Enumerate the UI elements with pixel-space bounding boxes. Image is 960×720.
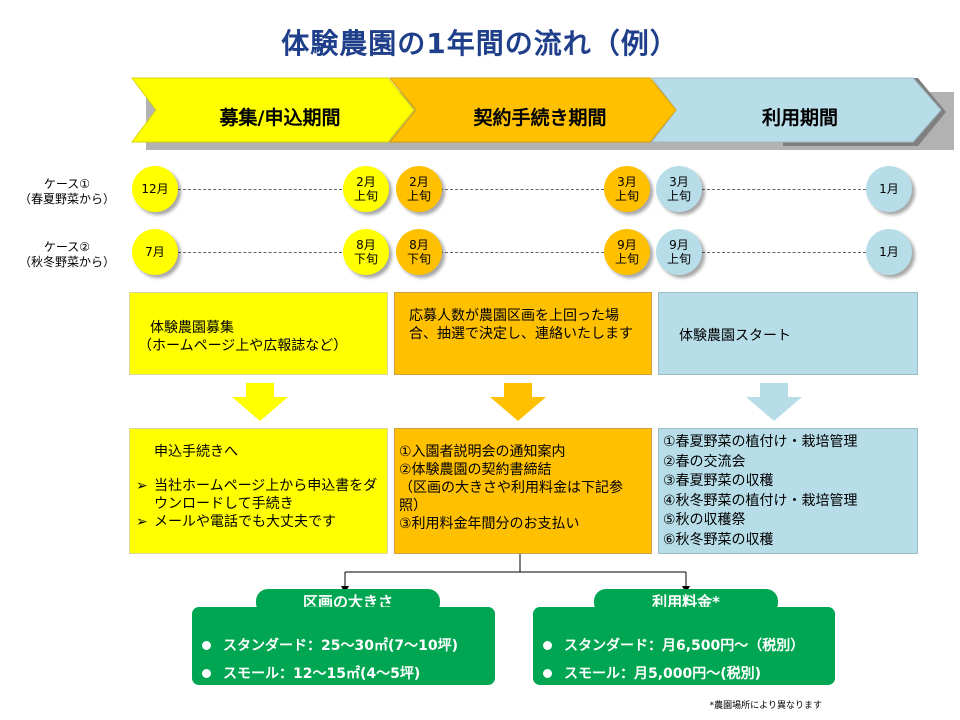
- desc-apply-line2: （ホームページ上や広報誌など）: [138, 338, 348, 354]
- case-1-apply-start: 12月: [132, 166, 178, 212]
- fee-panel: スタンダード：月6,500円～（税別） スモール：月5,000円～(税別): [533, 607, 835, 685]
- detail-contract-line: ②体験農園の契約書締結: [399, 462, 552, 478]
- down-arrow-icon: [490, 383, 546, 421]
- phase-label-apply: 募集/申込期間: [219, 107, 341, 129]
- desc-box-apply: 体験農園募集 （ホームページ上や広報誌など）: [129, 292, 388, 375]
- timeline-dash: [178, 189, 342, 190]
- case-2-label: ケース② （秋冬野菜から）: [12, 240, 122, 270]
- plot-size-item: スモール：12～15㎡(4～5坪): [202, 663, 420, 683]
- detail-apply-heading: 申込手続きへ: [154, 444, 238, 460]
- detail-contract-line: （区画の大きさや利用料金は下記参照）: [399, 480, 623, 514]
- bullet-icon: [202, 640, 211, 650]
- page-title: 体験農園の1年間の流れ（例）: [281, 27, 679, 60]
- timeline-dash: [178, 252, 342, 253]
- detail-box-contract: ①入園者説明会の通知案内 ②体験農園の契約書締結 （区画の大きさや利用料金は下記…: [394, 428, 652, 554]
- case-2-usage-start: 9月上旬: [656, 229, 702, 275]
- fee-item: スタンダード：月6,500円～（税別）: [543, 635, 804, 655]
- case-2-contract-end: 9月上旬: [604, 229, 650, 275]
- down-arrow-icon: [232, 383, 288, 421]
- plot-size-panel: スタンダード：25～30㎡(7～10坪) スモール：12～15㎡(4～5坪): [192, 607, 495, 685]
- case-1-label: ケース① （春夏野菜から）: [12, 177, 122, 207]
- case-2-contract-start: 8月下旬: [396, 229, 442, 275]
- case-2-apply-start: 7月: [132, 229, 178, 275]
- case-2-usage-end: 1月: [866, 229, 912, 275]
- case-1-apply-end: 2月上旬: [343, 166, 389, 212]
- case-2-title: ケース②: [43, 240, 91, 254]
- case-1-title: ケース①: [43, 177, 91, 191]
- case-1-subtitle: （春夏野菜から）: [18, 192, 115, 206]
- arrow-bullet-icon: ➢: [136, 478, 148, 494]
- timeline-dash: [702, 189, 866, 190]
- desc-apply-line1: 体験農園募集: [150, 320, 234, 336]
- detail-box-apply: 申込手続きへ ➢ 当社ホームページ上から申込書をダウンロードして手続き ➢ メー…: [129, 428, 388, 554]
- case-1-contract-start: 2月上旬: [396, 166, 442, 212]
- timeline-dash: [440, 189, 604, 190]
- arrow-bullet-icon: ➢: [136, 514, 148, 530]
- detail-apply-bullet: ➢ メールや電話でも大丈夫です: [136, 514, 336, 530]
- case-2-subtitle: （秋冬野菜から）: [18, 255, 115, 269]
- desc-contract-text: 応募人数が農園区画を上回った場合、抽選で決定し、連絡いたします: [409, 308, 633, 342]
- phase-chevron-bar: [131, 77, 954, 150]
- timeline-dash: [440, 252, 604, 253]
- desc-box-contract: 応募人数が農園区画を上回った場合、抽選で決定し、連絡いたします: [394, 292, 652, 375]
- phase-label-usage: 利用期間: [761, 107, 838, 129]
- fee-item: スモール：月5,000円～(税別): [543, 663, 761, 683]
- detail-box-usage: ①春夏野菜の植付け・栽培管理 ②春の交流会 ③春夏野菜の収穫 ④秋冬野菜の植付け…: [658, 428, 918, 554]
- bullet-icon: [543, 668, 552, 678]
- detail-usage-line: ①春夏野菜の植付け・栽培管理: [663, 434, 858, 450]
- case-1-usage-end: 1月: [866, 166, 912, 212]
- desc-usage-text: 体験農園スタート: [679, 328, 791, 344]
- plot-size-item: スタンダード：25～30㎡(7～10坪): [202, 635, 458, 655]
- phase-label-contract: 契約手続き期間: [473, 107, 607, 129]
- detail-apply-bullet: ➢ 当社ホームページ上から申込書をダウンロードして手続き: [136, 478, 378, 512]
- detail-contract-line: ①入園者説明会の通知案内: [399, 444, 566, 460]
- case-2-apply-end: 8月下旬: [343, 229, 389, 275]
- down-arrow-icon: [746, 383, 802, 421]
- detail-usage-line: ④秋冬野菜の植付け・栽培管理: [663, 492, 858, 509]
- detail-usage-line: ⑤秋の収穫祭: [663, 512, 746, 528]
- detail-contract-line: ③利用料金年間分のお支払い: [399, 516, 580, 532]
- bullet-icon: [202, 668, 211, 678]
- case-1-contract-end: 3月上旬: [604, 166, 650, 212]
- detail-usage-line: ③春夏野菜の収穫: [663, 473, 774, 489]
- detail-usage-line: ②春の交流会: [663, 453, 746, 470]
- timeline-dash: [702, 252, 866, 253]
- desc-box-usage: 体験農園スタート: [658, 292, 918, 375]
- connector-lines: [341, 554, 690, 593]
- detail-usage-line: ⑥秋冬野菜の収穫: [663, 531, 774, 548]
- bullet-icon: [543, 640, 552, 650]
- case-1-usage-start: 3月上旬: [656, 166, 702, 212]
- footnote: *農園場所により異なります: [709, 701, 822, 711]
